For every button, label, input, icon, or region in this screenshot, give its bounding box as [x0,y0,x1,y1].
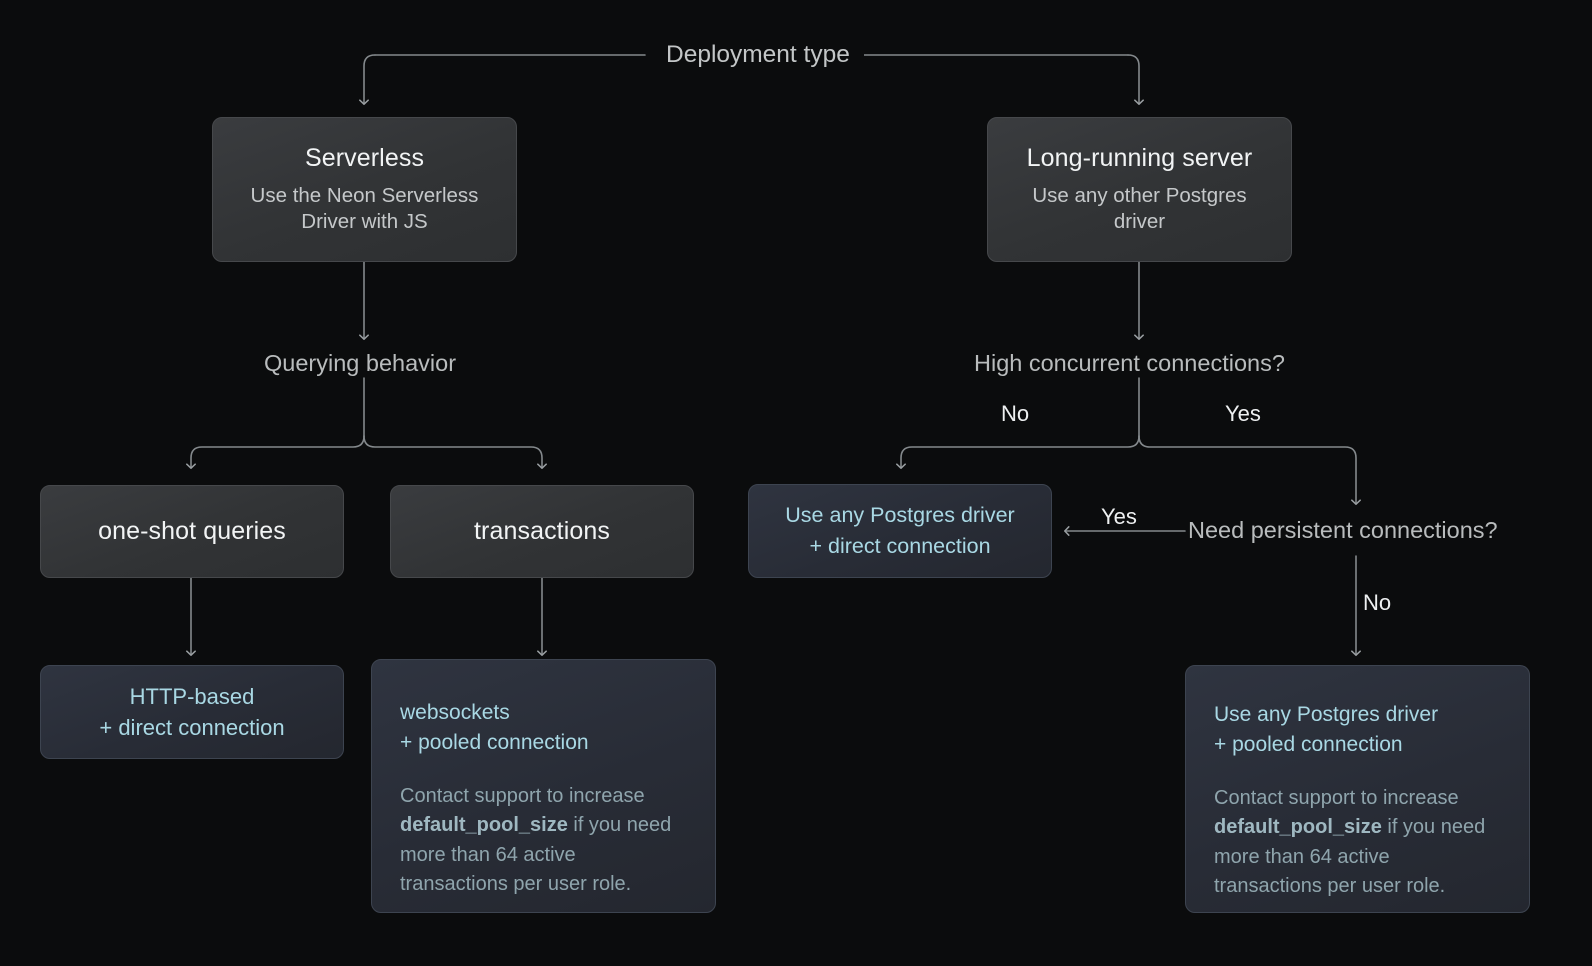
node-transactions[interactable]: transactions [390,485,694,578]
node-websockets-pooled-connection-title: websockets + pooled connection [400,701,589,754]
websockets-note-code: default_pool_size [400,814,568,837]
decision-querying-behavior: Querying behavior [264,350,457,376]
node-postgres-driver-direct-connection-title: Use any Postgres driver + direct connect… [785,503,1015,558]
edge-label-need-persistent-yes: Yes [1101,504,1137,529]
node-serverless-title: Serverless [304,144,425,173]
node-websockets-pooled-connection[interactable]: websockets + pooled connection Contact s… [371,659,716,913]
websockets-note-before: Contact support to increase [400,784,645,807]
node-serverless[interactable]: Serverless Use the Neon Serverless Drive… [212,117,517,262]
node-serverless-subtitle: Use the Neon Serverless Driver with JS [250,183,479,233]
edge-label-need-persistent-no: No [1363,590,1392,615]
node-postgres-driver-pooled-connection-title: Use any Postgres driver + pooled connect… [1214,703,1439,756]
node-long-running-server-subtitle: Use any other Postgres driver [1032,183,1247,233]
node-postgres-driver-pooled-connection[interactable]: Use any Postgres driver + pooled connect… [1185,665,1530,913]
node-one-shot-queries[interactable]: one-shot queries [40,485,344,578]
websockets-note-after: if you need more than 64 active transact… [400,814,672,896]
node-postgres-driver-direct-connection[interactable]: Use any Postgres driver + direct connect… [748,484,1052,578]
decision-high-concurrent-connections: High concurrent connections? [974,350,1285,376]
node-websockets-pooled-connection-note: Contact support to increase default_pool… [400,782,687,900]
node-transactions-title: transactions [474,516,610,545]
node-long-running-server[interactable]: Long-running server Use any other Postgr… [987,117,1292,262]
pg-pooled-note-code: default_pool_size [1214,816,1382,839]
pg-pooled-note-before: Contact support to increase [1214,786,1459,809]
node-one-shot-queries-title: one-shot queries [98,516,286,545]
edge-label-high-concurrent-no: No [1001,401,1030,426]
node-long-running-server-title: Long-running server [1026,144,1253,173]
edge-label-high-concurrent-yes: Yes [1225,401,1261,426]
node-postgres-driver-pooled-connection-note: Contact support to increase default_pool… [1214,784,1501,902]
node-http-based-direct-connection[interactable]: HTTP-based + direct connection [40,665,344,759]
node-http-based-direct-connection-title: HTTP-based + direct connection [99,683,285,740]
decision-need-persistent-connections: Need persistent connections? [1188,517,1498,543]
decision-deployment-type: Deployment type [652,42,864,68]
pg-pooled-note-after: if you need more than 64 active transact… [1214,816,1486,898]
